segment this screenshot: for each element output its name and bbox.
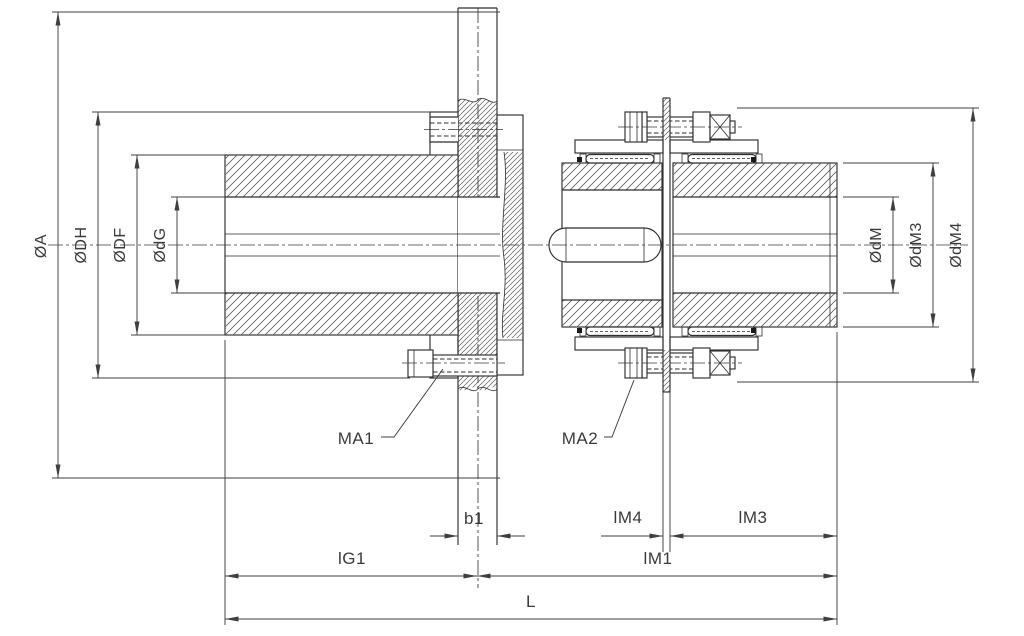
torque-callouts: MA1 MA2 [338, 368, 635, 448]
left-hub [224, 154, 500, 336]
dim-label-dia-a: ØA [33, 234, 50, 258]
dim-label-lm1: lM1 [644, 549, 673, 568]
upper-flange-bolt-hidden [424, 116, 503, 143]
dim-label-l: L [526, 592, 536, 611]
dim-label-dia-dm3: ØdM3 [908, 222, 925, 268]
dim-label-dia-dh: ØDH [73, 226, 90, 263]
dim-label-dia-dm: ØdM [868, 227, 885, 263]
dim-label-lm3: lM3 [739, 508, 768, 527]
dimensions: ØA ØDH ØDF ØdG ØdM ØdM3 ØdM4 b1 [33, 11, 979, 625]
dim-label-b1: b1 [464, 509, 484, 528]
dim-label-dia-df: ØDF [112, 227, 129, 262]
label-ma2: MA2 [562, 429, 598, 448]
label-ma1: MA1 [338, 429, 374, 448]
mounting-wall [457, 7, 498, 588]
ma1-screw [402, 349, 505, 378]
dim-label-dia-dg: ØdG [152, 227, 169, 262]
dim-label-lm4: lM4 [614, 508, 643, 527]
center-disc-plate [662, 97, 671, 393]
dim-label-lg1: lG1 [338, 549, 366, 568]
dim-label-dia-dm4: ØdM4 [948, 222, 965, 268]
disc-pack-bolt-top [574, 111, 763, 164]
